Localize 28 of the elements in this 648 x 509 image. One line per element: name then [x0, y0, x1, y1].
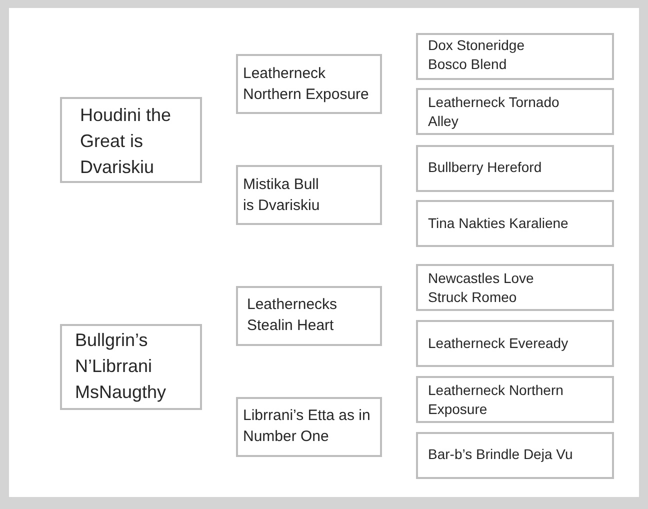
dog-name: Leatherneck Eveready [428, 334, 570, 353]
dog-name: Houdini the Great is Dvariskiu [80, 104, 172, 179]
dog-name: Leathernecks Stealin Heart [247, 295, 338, 336]
dog-name: Tina Nakties Karaliene [428, 214, 570, 233]
dog-name: Bullgrin’s N’Librrani MsNaugthy [75, 329, 168, 404]
dog-name: Dox Stoneridge Bosco Blend [428, 36, 526, 74]
name-box [416, 320, 614, 367]
name-box [236, 165, 382, 225]
name-box [416, 88, 614, 135]
name-box [416, 376, 614, 423]
dog-name: Bullberry Hereford [428, 158, 543, 177]
name-box [416, 432, 614, 479]
name-box [236, 397, 382, 457]
name-box [416, 200, 614, 247]
dog-name: Bar-b’s Brindle Deja Vu [428, 445, 574, 464]
dog-name: Leatherneck Northern Exposure [243, 64, 370, 105]
dog-name: Librrani’s Etta as in Number One [243, 406, 372, 447]
dog-name: Newcastles Love Struck Romeo [428, 269, 535, 307]
dog-name: Leatherneck Tornado Alley [428, 93, 560, 131]
name-box [416, 145, 614, 192]
name-box [416, 33, 614, 80]
dog-name: Mistika Bull is Dvariskiu [243, 175, 321, 216]
name-box [416, 264, 614, 311]
name-box [60, 97, 202, 183]
dog-name: Leatherneck Northern Exposure [428, 381, 564, 419]
name-box [60, 324, 202, 410]
name-box [236, 54, 382, 114]
name-box [236, 286, 382, 346]
